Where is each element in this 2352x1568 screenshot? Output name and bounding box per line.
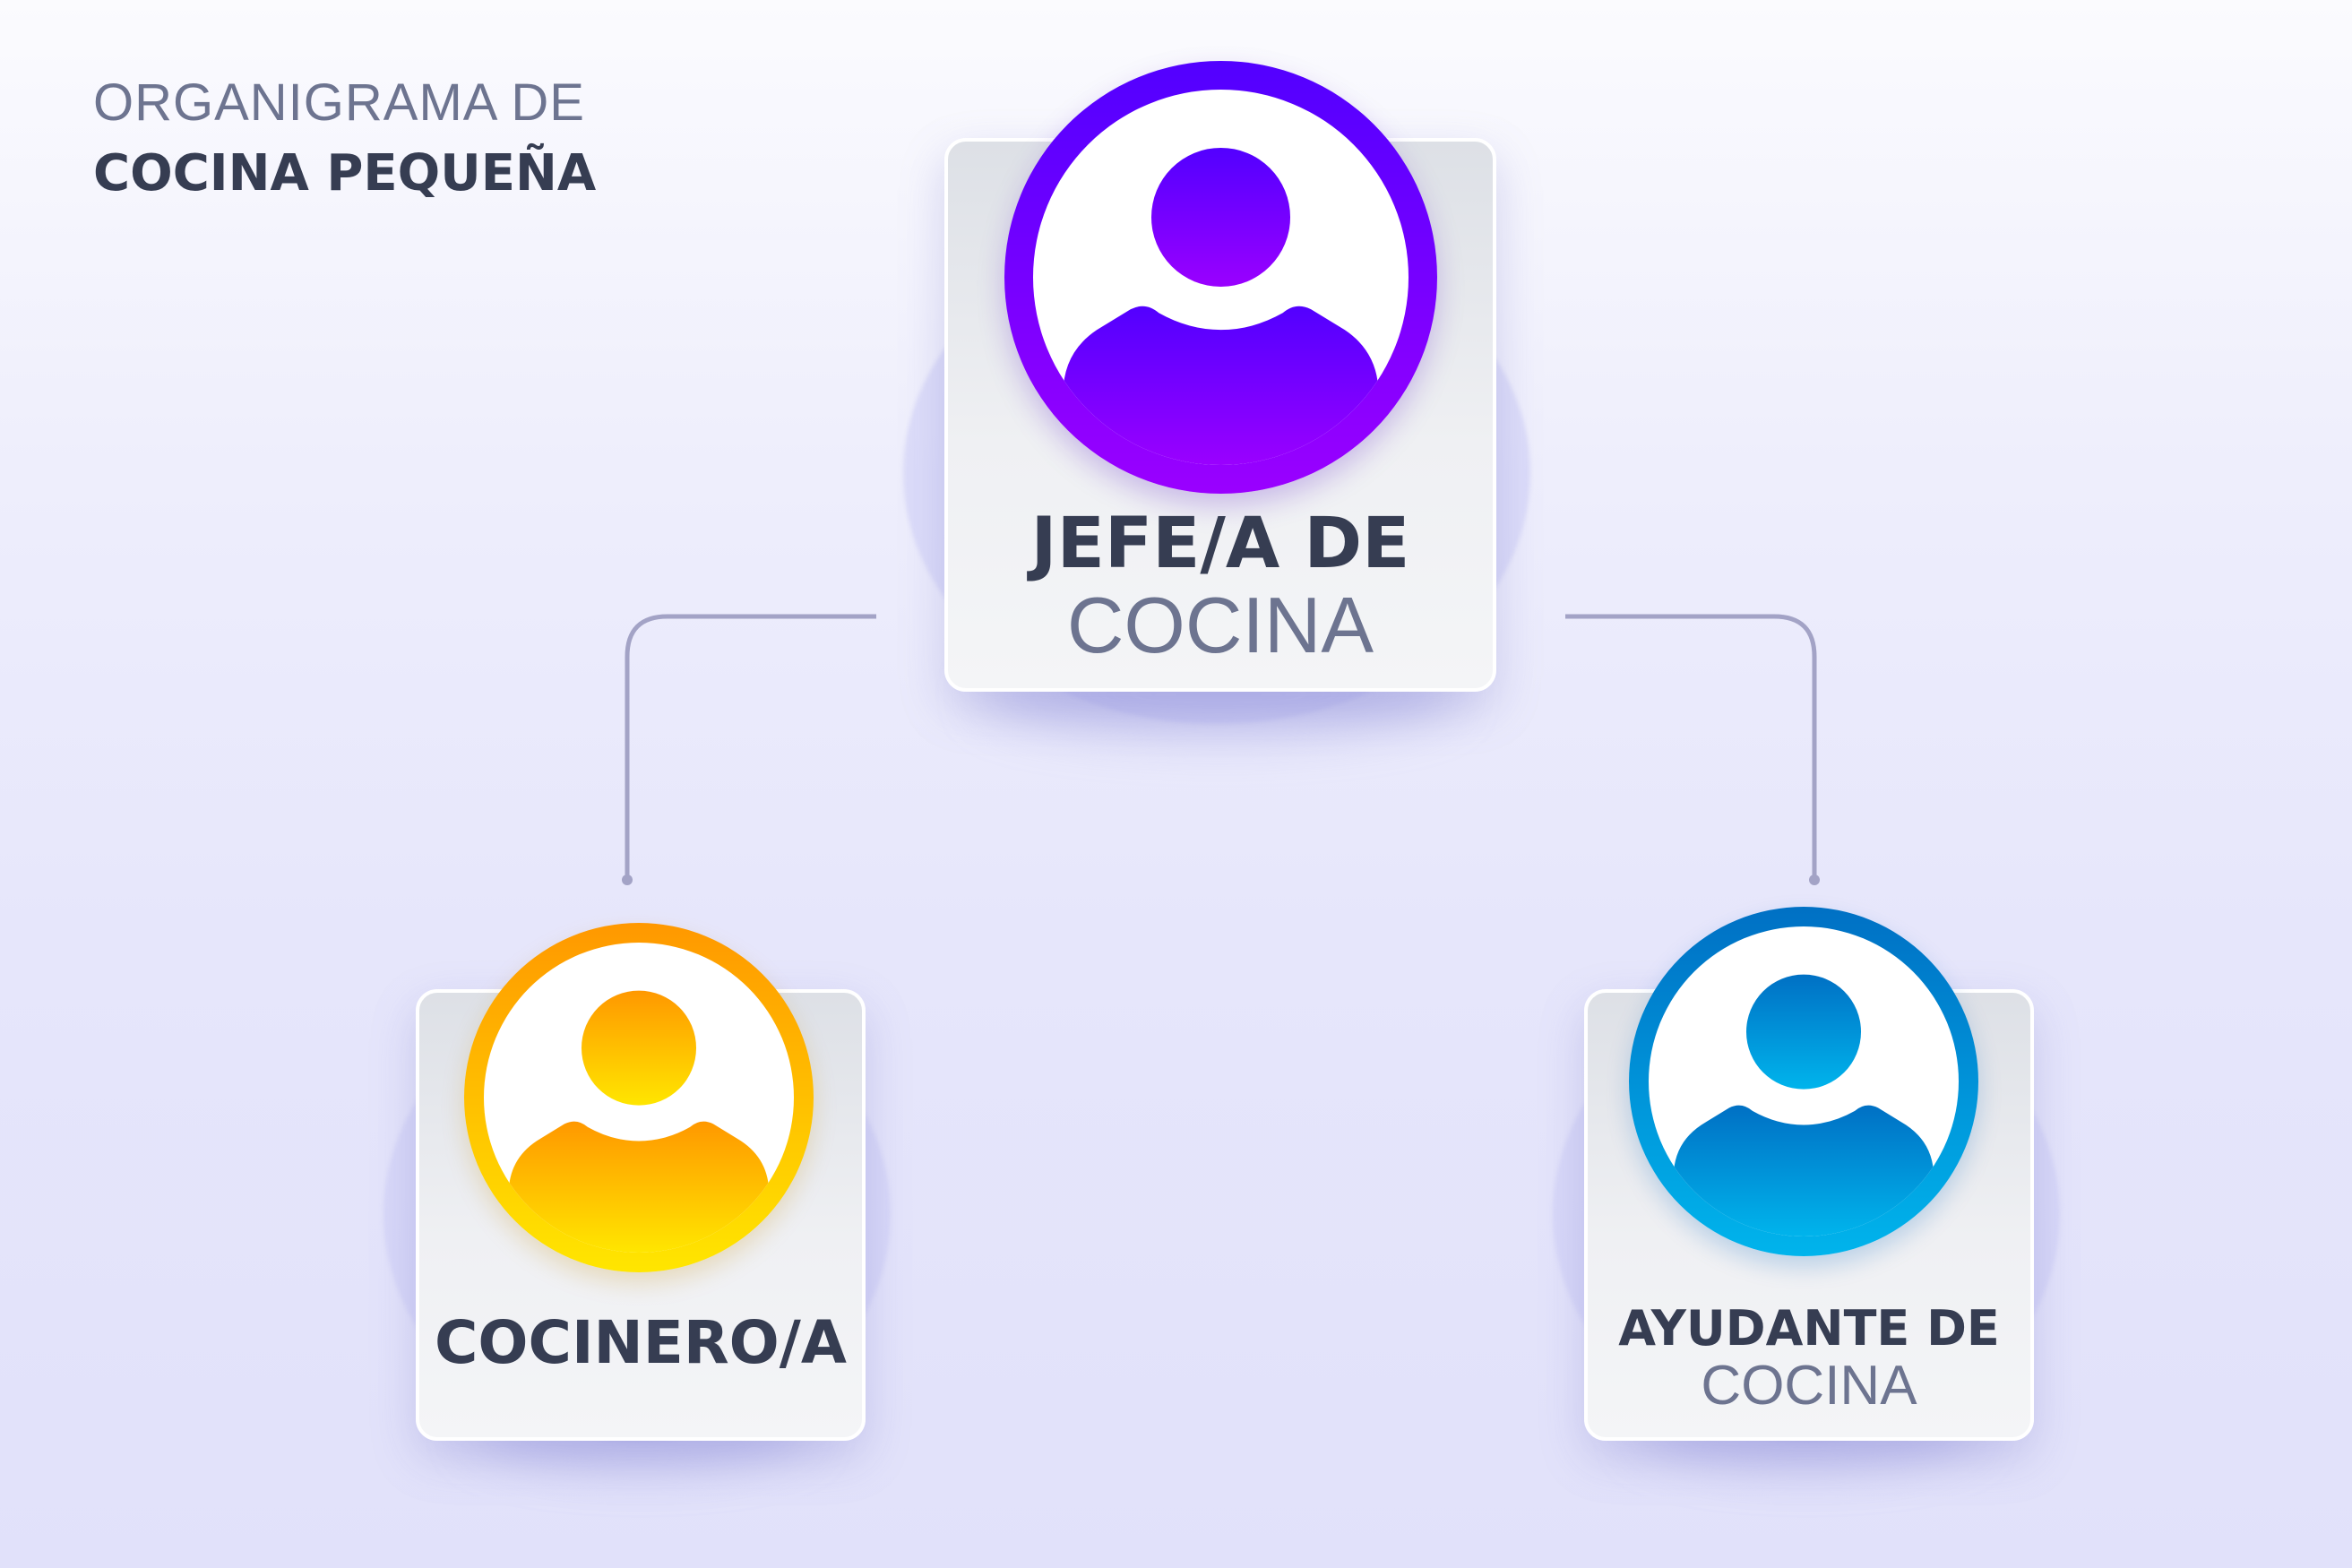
node-title-cocinero: COCINERO/A: [435, 1308, 847, 1377]
chart-title: ORGANIGRAMA DE COCINA PEQUEÑA: [93, 77, 596, 199]
connector-right-dot: [1809, 874, 1820, 885]
node-label-jefe: JEFE/A DE COCINA: [944, 509, 1496, 665]
node-label-ayudante: AYUDANTE DE COCINA: [1584, 1305, 2034, 1414]
node-label-cocinero: COCINERO/A: [416, 1314, 866, 1373]
node-subtitle-jefe: COCINA: [1066, 581, 1374, 669]
title-line-2: COCINA PEQUEÑA: [93, 144, 597, 202]
avatar-cocinero: [464, 923, 814, 1272]
person-icon: [1063, 147, 1379, 465]
connector-left: [625, 614, 876, 878]
avatar-ayudante: [1629, 907, 1978, 1256]
title-line-1: ORGANIGRAMA DE: [93, 73, 585, 132]
node-subtitle-ayudante: COCINA: [1701, 1355, 1917, 1417]
person-icon: [1673, 974, 1934, 1236]
avatar-jefe: [1004, 61, 1437, 494]
connector-left-dot: [622, 874, 633, 885]
node-title-ayudante: AYUDANTE DE: [1618, 1300, 2000, 1357]
node-title-jefe: JEFE/A DE: [1030, 504, 1410, 584]
person-icon: [508, 990, 770, 1253]
connector-right: [1565, 614, 1817, 878]
